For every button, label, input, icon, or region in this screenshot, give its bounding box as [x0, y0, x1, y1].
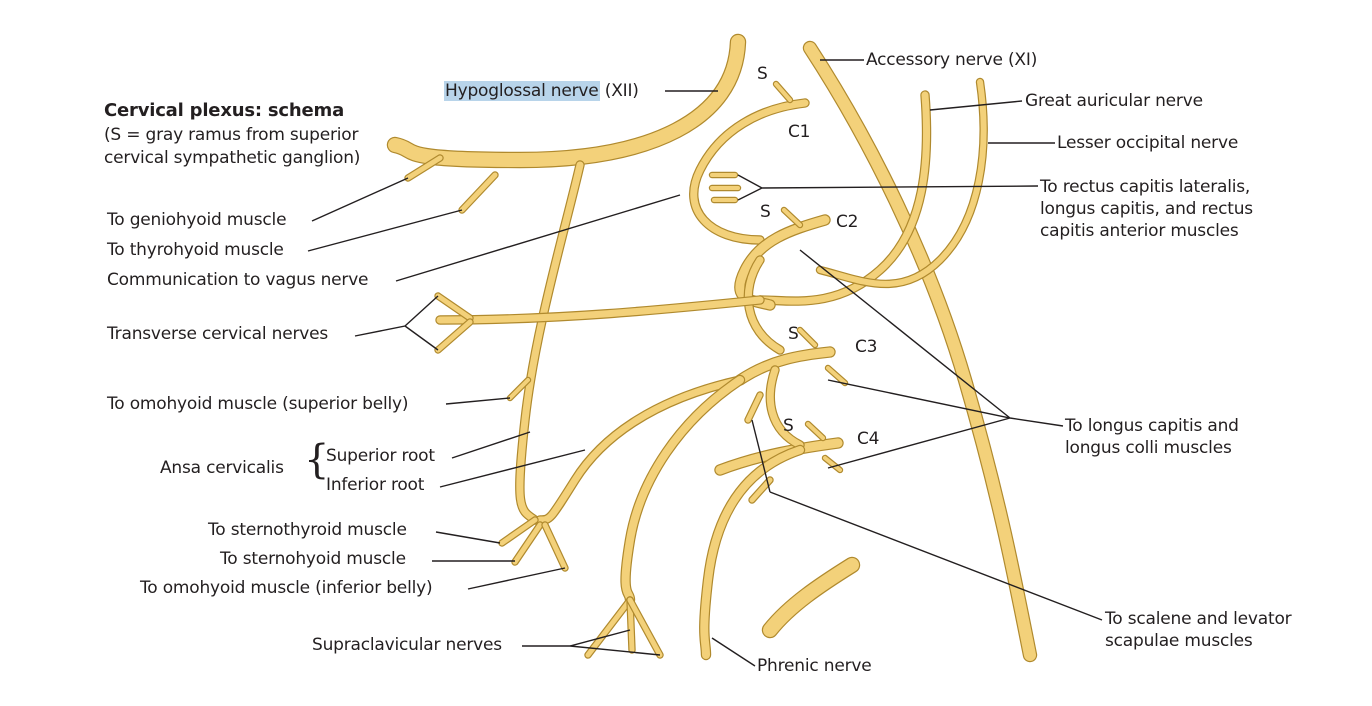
superior-root-outline [515, 160, 585, 525]
label-transverse-cervical: Transverse cervical nerves [107, 324, 329, 344]
label-c2: C2 [836, 212, 859, 232]
leader-sternothyroid [435, 531, 501, 544]
label-ansa-cervicalis: Ansa cervicalis [160, 458, 284, 478]
label-longus-line1: To longus capitis and [1065, 416, 1239, 436]
omohyoid-superior-branch [508, 378, 530, 400]
label-rectus-line1: To rectus capitis lateralis, [1040, 177, 1251, 197]
clavicle-fragment [763, 558, 859, 637]
label-longus-line2: longus colli muscles [1065, 438, 1232, 458]
leader-longus [799, 249, 1064, 469]
label-phrenic: Phrenic nerve [757, 656, 872, 676]
diagram-subtitle-line2: cervical sympathetic ganglion) [104, 148, 361, 168]
phrenic-nerve [700, 446, 804, 659]
hypoglossal-nerve [388, 35, 745, 167]
label-scalene-line2: scapulae muscles [1105, 631, 1253, 651]
superior-root [516, 161, 584, 524]
diagram-title: Cervical plexus: schema [104, 100, 345, 121]
leader-omohyoid-sup [445, 397, 511, 405]
label-gray-ramus-c3: S [788, 324, 799, 344]
diagram-subtitle-line1: (S = gray ramus from superior [104, 125, 359, 145]
geniohyoid-branch [405, 155, 443, 181]
great-auricular-nerve [756, 91, 931, 305]
leader-great-auricular [929, 100, 1023, 111]
c4-gray-ramus [806, 422, 825, 440]
label-lesser-occipital: Lesser occipital nerve [1057, 133, 1239, 153]
label-geniohyoid: To geniohyoid muscle [107, 210, 287, 230]
sternothyroid-branch [499, 517, 538, 546]
highlighted-text: Hypoglossal nerve [444, 81, 600, 101]
label-c3: C3 [855, 337, 878, 357]
leader-thyrohyoid [307, 209, 463, 252]
leader-scalene [751, 419, 1103, 621]
label-rectus-line3: capitis anterior muscles [1040, 221, 1239, 241]
supraclavicular-trunk [621, 376, 744, 604]
scalene-branch-2 [749, 477, 773, 503]
transverse-cervical-lower [435, 319, 473, 353]
label-supraclavicular: Supraclavicular nerves [312, 635, 502, 655]
label-c1: C1 [788, 122, 811, 142]
supraclavicular-branch-1 [585, 597, 633, 658]
leader-vagus [395, 194, 681, 282]
c2-c3-loop [744, 256, 784, 354]
label-hypoglossal-suffix: (XII) [599, 81, 639, 101]
c1-gray-ramus [774, 82, 792, 102]
label-omohyoid-superior: To omohyoid muscle (superior belly) [107, 394, 409, 414]
leader-transverse [354, 295, 439, 351]
leader-superior-root [451, 431, 531, 459]
label-gray-ramus-c2: S [760, 202, 771, 222]
inferior-root [536, 376, 744, 524]
label-thyrohyoid: To thyrohyoid muscle [107, 240, 284, 260]
omohyoid-inferior-branch [542, 522, 568, 571]
c3-c4-loop [766, 366, 804, 449]
leader-geniohyoid [311, 177, 409, 222]
label-accessory-nerve: Accessory nerve (XI) [866, 50, 1038, 70]
label-c4: C4 [857, 429, 880, 449]
label-rectus-line2: longus capitis, and rectus [1040, 199, 1253, 219]
label-gray-ramus-c1: S [757, 64, 768, 84]
label-sternohyoid: To sternohyoid muscle [220, 549, 406, 569]
label-sternothyroid: To sternothyroid muscle [208, 520, 407, 540]
leader-rectus [737, 174, 1039, 201]
longus-branch-c4 [823, 456, 842, 472]
leader-supraclavicular [522, 629, 661, 656]
sternohyoid-branch [512, 522, 543, 565]
label-inferior-root: Inferior root [326, 475, 425, 495]
leader-omohyoid-inf [467, 567, 566, 590]
c3-gray-ramus [798, 328, 817, 347]
c3-root [735, 347, 835, 385]
lesser-occipital-nerve [817, 79, 987, 287]
label-great-auricular: Great auricular nerve [1025, 91, 1203, 111]
label-omohyoid-inferior: To omohyoid muscle (inferior belly) [140, 578, 433, 598]
thyrohyoid-branch [459, 172, 498, 213]
transverse-cervical-nerve [436, 296, 764, 324]
label-vagus-communication: Communication to vagus nerve [107, 270, 369, 290]
label-gray-ramus-c4: S [783, 416, 794, 436]
label-scalene-line1: To scalene and levator [1105, 609, 1292, 629]
label-hypoglossal: Hypoglossal nerve (XII) [444, 81, 639, 102]
ansa-brace: { [304, 437, 330, 483]
longus-branch-c3 [826, 366, 847, 385]
c2-gray-ramus [782, 208, 802, 227]
accessory-nerve [804, 42, 1036, 661]
leader-inferior-root [439, 449, 586, 488]
scalene-branch-1 [745, 392, 763, 423]
supraclavicular-branch-3 [627, 597, 663, 658]
c1-ventral-ramus [690, 99, 809, 244]
transverse-cervical-upper [435, 293, 473, 321]
label-superior-root: Superior root [326, 446, 435, 466]
leader-phrenic [711, 637, 756, 667]
